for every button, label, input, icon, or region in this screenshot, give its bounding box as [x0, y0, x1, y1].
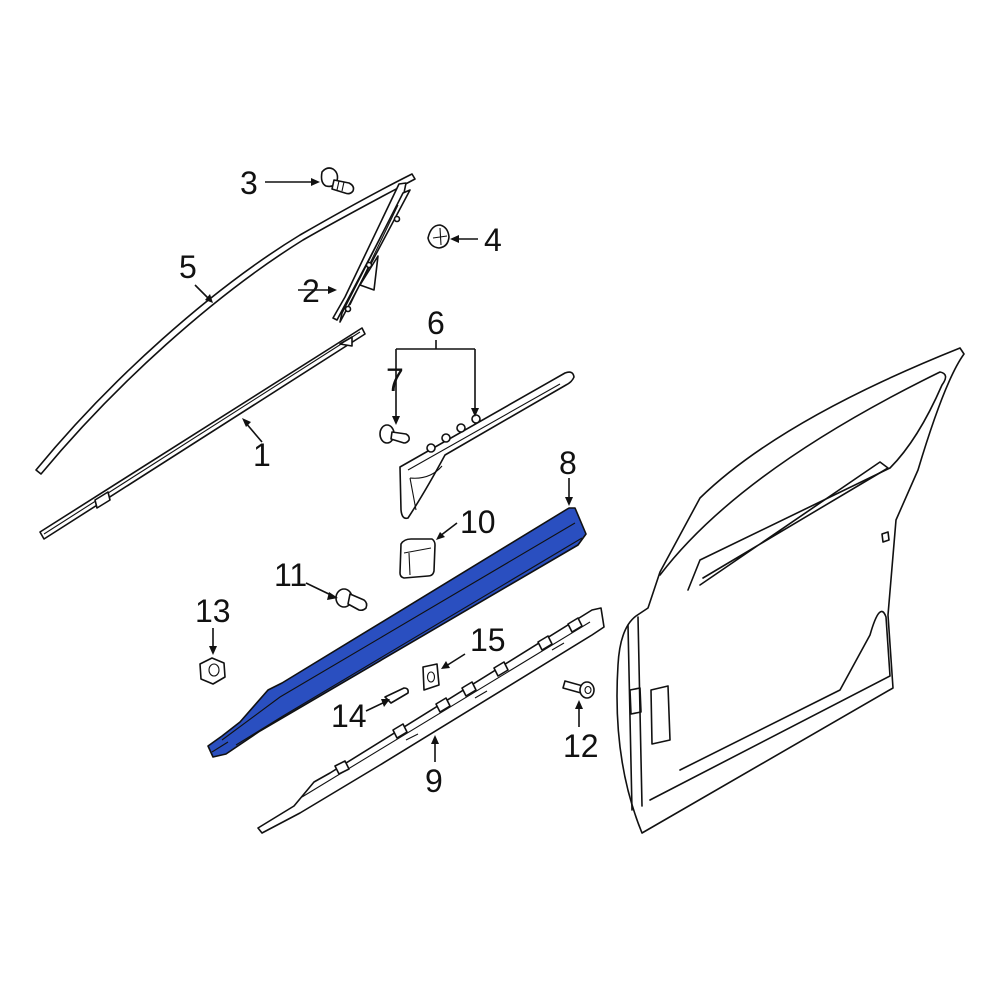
part-12-bolt[interactable] [562, 680, 595, 699]
callout-1: 1 [253, 437, 271, 473]
part-10-cap[interactable] [399, 538, 436, 579]
part-13-nut[interactable] [199, 657, 226, 685]
part-3-screw[interactable] [320, 167, 355, 195]
callout-2: 2 [302, 273, 320, 309]
callout-4: 4 [484, 222, 502, 258]
part-11-screw[interactable] [335, 588, 368, 612]
part-7-clip[interactable] [379, 424, 410, 444]
part-8-rocker-molding[interactable] [207, 507, 587, 758]
callout-15: 15 [470, 622, 506, 658]
callout-11: 11 [274, 557, 307, 593]
part-4-clip[interactable] [427, 224, 450, 249]
callout-9: 9 [425, 763, 443, 799]
callout-14: 14 [331, 698, 367, 734]
callout-12: 12 [563, 728, 599, 764]
part-2-pillar-applique[interactable] [332, 182, 411, 323]
part-9-rocker-retainer[interactable] [257, 607, 605, 834]
part-14-clip[interactable] [384, 687, 409, 704]
part-15-pad[interactable] [422, 663, 440, 691]
front-door-shell[interactable] [616, 347, 965, 834]
part-6-door-garnish[interactable] [399, 371, 575, 520]
part-5-roof-molding[interactable] [35, 173, 416, 475]
callout-5: 5 [179, 249, 197, 285]
callout-6: 6 [427, 305, 445, 341]
callout-8: 8 [559, 445, 577, 481]
callout-7: 7 [386, 362, 404, 398]
callout-10: 10 [460, 504, 496, 540]
callout-3: 3 [240, 165, 258, 201]
part-1-belt-molding[interactable] [39, 327, 366, 540]
callout-labels: 1 2 3 4 5 6 7 8 9 10 11 12 13 14 15 [179, 165, 599, 799]
callout-13: 13 [195, 593, 231, 629]
leader-lines [194, 178, 583, 762]
